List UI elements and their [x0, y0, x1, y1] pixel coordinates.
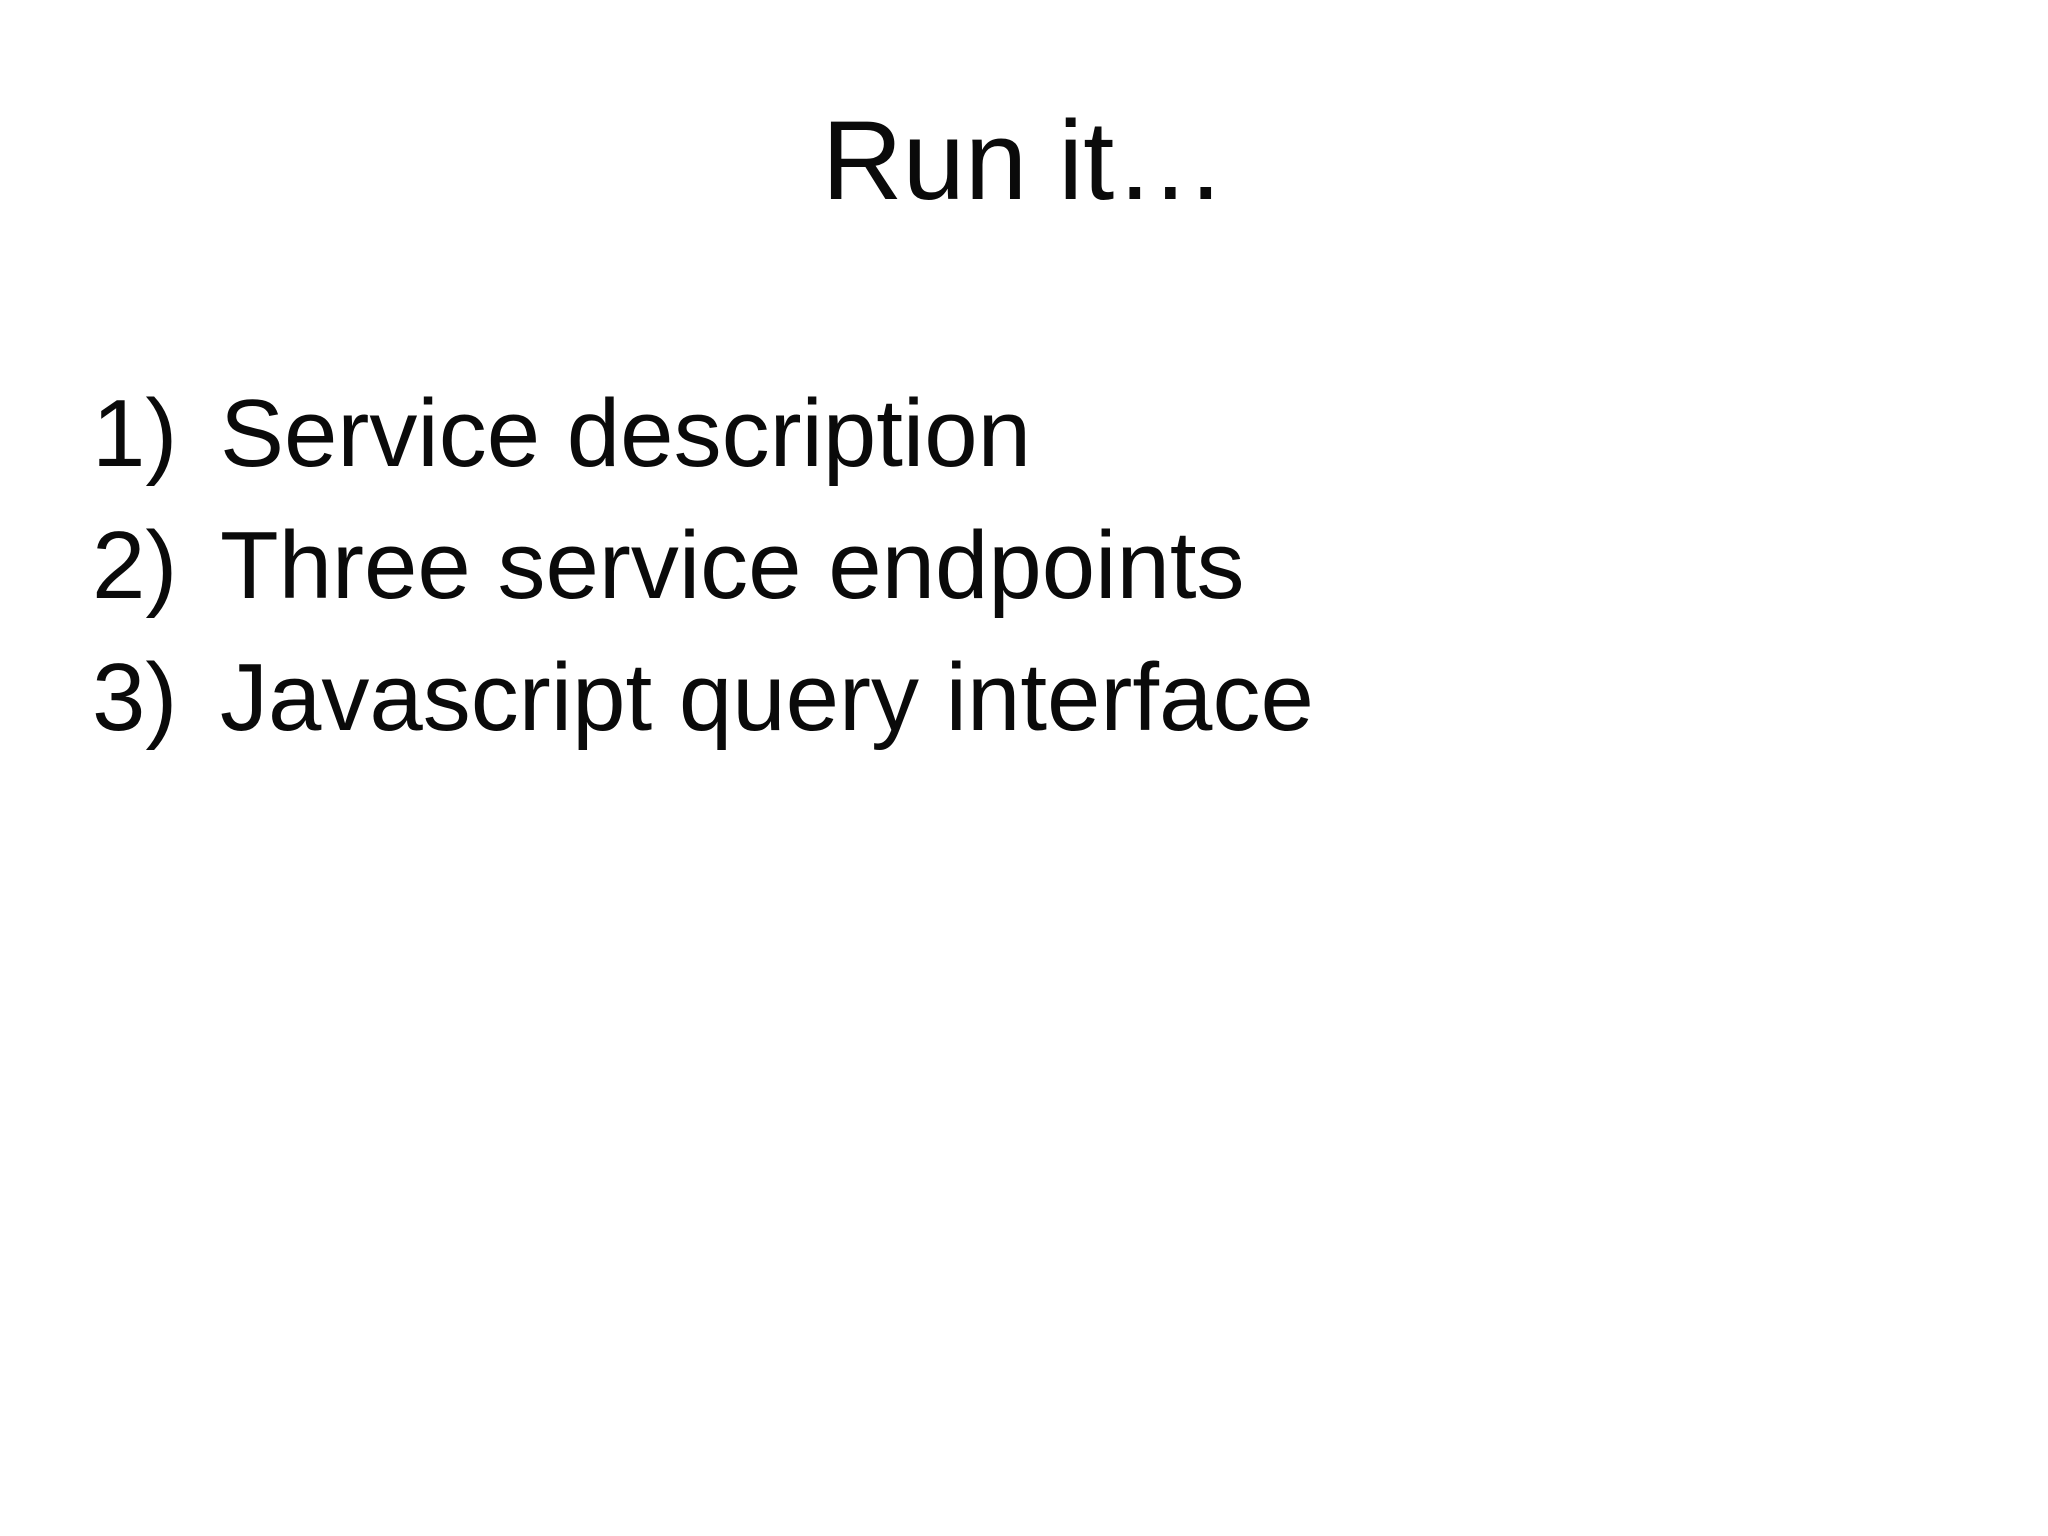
list-item-label: Javascript query interface — [220, 644, 1314, 751]
list-item-label: Service description — [220, 380, 1032, 487]
list-item-label: Three service endpoints — [220, 512, 1245, 619]
list-item-number: 1) — [92, 380, 178, 487]
list-item: 3) Javascript query interface — [92, 632, 1314, 764]
slide-title: Run it… — [821, 98, 1227, 223]
list-item: 2) Three service endpoints — [92, 500, 1314, 632]
list-item-number: 2) — [92, 512, 178, 619]
list-item: 1) Service description — [92, 368, 1314, 500]
numbered-list: 1) Service description 2) Three service … — [92, 368, 1314, 764]
list-item-number: 3) — [92, 644, 178, 751]
